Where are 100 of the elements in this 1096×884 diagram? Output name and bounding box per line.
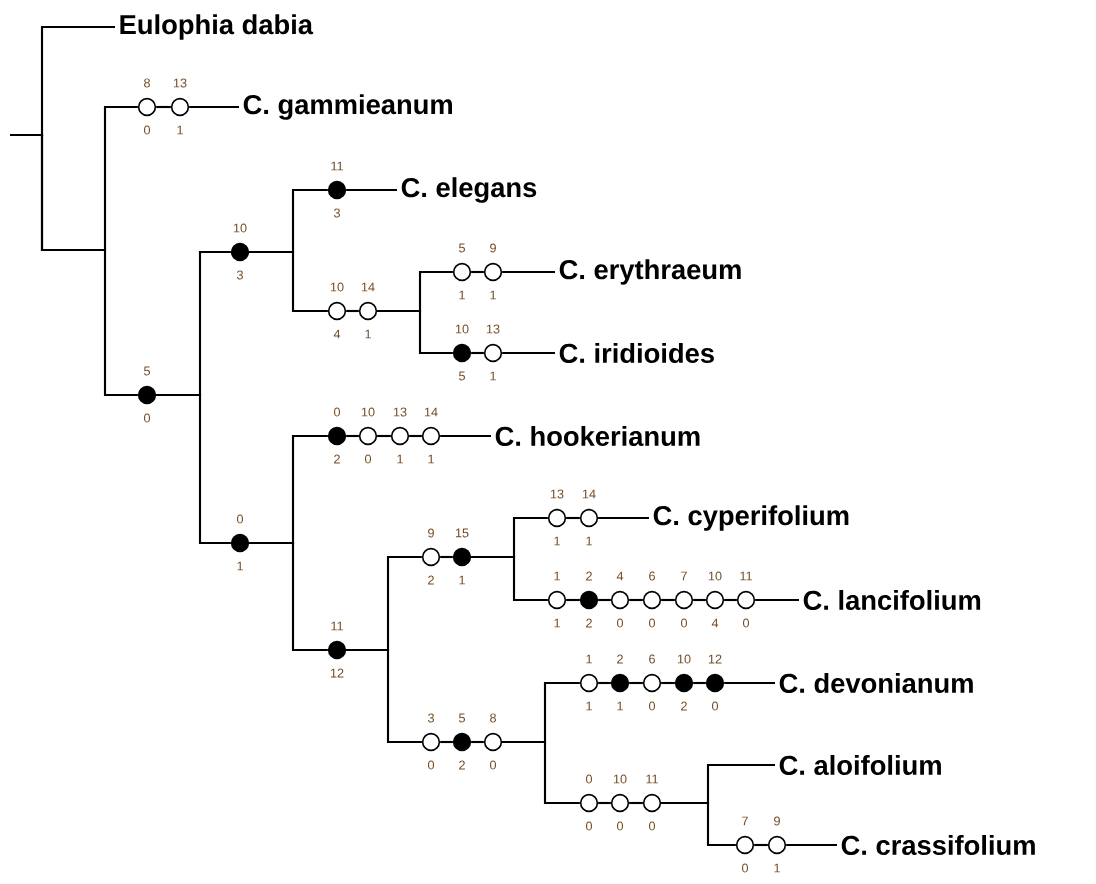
character-number: 1 <box>237 561 243 571</box>
character-number: 9 <box>490 243 496 253</box>
branch-line <box>346 309 359 313</box>
character-state-circle <box>390 426 410 446</box>
taxon-label: C. gammieanum <box>243 94 452 120</box>
character-state-circle <box>705 590 725 610</box>
branch-line <box>346 188 397 192</box>
character-state-circle <box>421 426 441 446</box>
character-state-circle <box>674 673 694 693</box>
character-number: 3 <box>427 713 434 723</box>
character-number: 1 <box>459 575 465 585</box>
character-state-circle <box>642 673 662 693</box>
character-number: 1 <box>554 618 560 628</box>
character-state-circle <box>642 590 662 610</box>
branch-line <box>598 598 611 602</box>
character-number: 0 <box>586 821 593 831</box>
character-number: 1 <box>586 701 592 711</box>
character-state-circle <box>705 673 725 693</box>
character-number: 1 <box>617 701 623 711</box>
character-state-circle <box>736 590 756 610</box>
character-state-circle <box>421 547 441 567</box>
character-number: 2 <box>459 760 465 770</box>
character-number: 11 <box>331 621 343 631</box>
taxon-label: C. elegans <box>401 177 537 203</box>
character-state-circle <box>547 508 567 528</box>
branch-line <box>502 740 580 805</box>
character-number: 5 <box>459 371 465 381</box>
character-number: 2 <box>334 454 340 464</box>
character-number: 5 <box>459 243 465 253</box>
branch-line <box>566 516 580 520</box>
branch-line <box>629 681 643 685</box>
branch-line <box>377 434 391 438</box>
character-number: 6 <box>649 654 655 664</box>
branch-line <box>661 801 736 847</box>
branch-line <box>786 843 837 847</box>
branch-line <box>440 740 453 744</box>
character-number: 2 <box>586 571 592 581</box>
character-state-circle <box>327 426 347 446</box>
character-state-circle <box>421 732 441 752</box>
character-number: 1 <box>554 571 560 581</box>
branch-line <box>471 270 484 274</box>
taxon-label: C. hookerianum <box>495 425 700 447</box>
character-state-circle <box>610 673 630 693</box>
character-number: 0 <box>712 701 719 711</box>
character-number: 9 <box>774 816 780 826</box>
character-number: 9 <box>428 528 434 538</box>
character-number: 4 <box>333 329 341 339</box>
character-state-circle <box>483 262 503 282</box>
character-number: 7 <box>681 571 687 581</box>
character-number: 2 <box>428 575 434 585</box>
branch-line <box>471 740 484 744</box>
character-state-circle <box>230 242 250 262</box>
taxon-label: C. devonianum <box>779 672 973 694</box>
character-number: 1 <box>459 290 465 300</box>
character-number: 5 <box>459 713 465 723</box>
branch-line <box>724 598 737 602</box>
character-number: 1 <box>774 863 780 873</box>
branch-line <box>754 843 768 847</box>
branch-line <box>598 516 649 520</box>
branch-line <box>661 598 675 602</box>
character-state-circle <box>610 793 630 813</box>
character-number: 1 <box>365 329 371 339</box>
character-number: 11 <box>646 774 658 784</box>
character-number: 7 <box>742 816 748 826</box>
character-number: 0 <box>649 618 656 628</box>
branch-line <box>10 133 138 397</box>
character-number: 0 <box>490 760 497 770</box>
character-number: 10 <box>361 407 375 417</box>
character-state-circle <box>327 180 347 200</box>
character-number: 3 <box>333 208 340 218</box>
character-number: 14 <box>361 282 375 292</box>
character-state-circle <box>358 301 378 321</box>
character-number: 1 <box>490 371 496 381</box>
character-number: 2 <box>617 654 623 664</box>
character-number: 0 <box>743 618 750 628</box>
branch-line <box>156 105 171 109</box>
character-state-circle <box>483 732 503 752</box>
branch-line <box>629 801 643 805</box>
branch-line <box>440 555 453 559</box>
character-number: 4 <box>711 618 719 628</box>
branch-line <box>346 434 359 438</box>
branch-line <box>409 434 422 438</box>
character-number: 14 <box>582 489 596 499</box>
character-number: 13 <box>550 489 564 499</box>
character-number: 1 <box>490 290 496 300</box>
character-state-circle <box>767 835 787 855</box>
character-state-circle <box>610 590 630 610</box>
branch-line <box>249 541 328 652</box>
character-state-circle <box>735 835 755 855</box>
character-number: 1 <box>586 536 592 546</box>
character-number: 8 <box>490 713 496 723</box>
character-number: 3 <box>236 270 243 280</box>
character-number: 0 <box>617 821 624 831</box>
character-number: 13 <box>173 78 187 88</box>
branch-line <box>249 250 328 313</box>
character-number: 5 <box>144 366 150 376</box>
branch-line <box>693 681 706 685</box>
character-number: 2 <box>681 701 687 711</box>
character-state-circle <box>483 343 503 363</box>
character-state-circle <box>579 590 599 610</box>
